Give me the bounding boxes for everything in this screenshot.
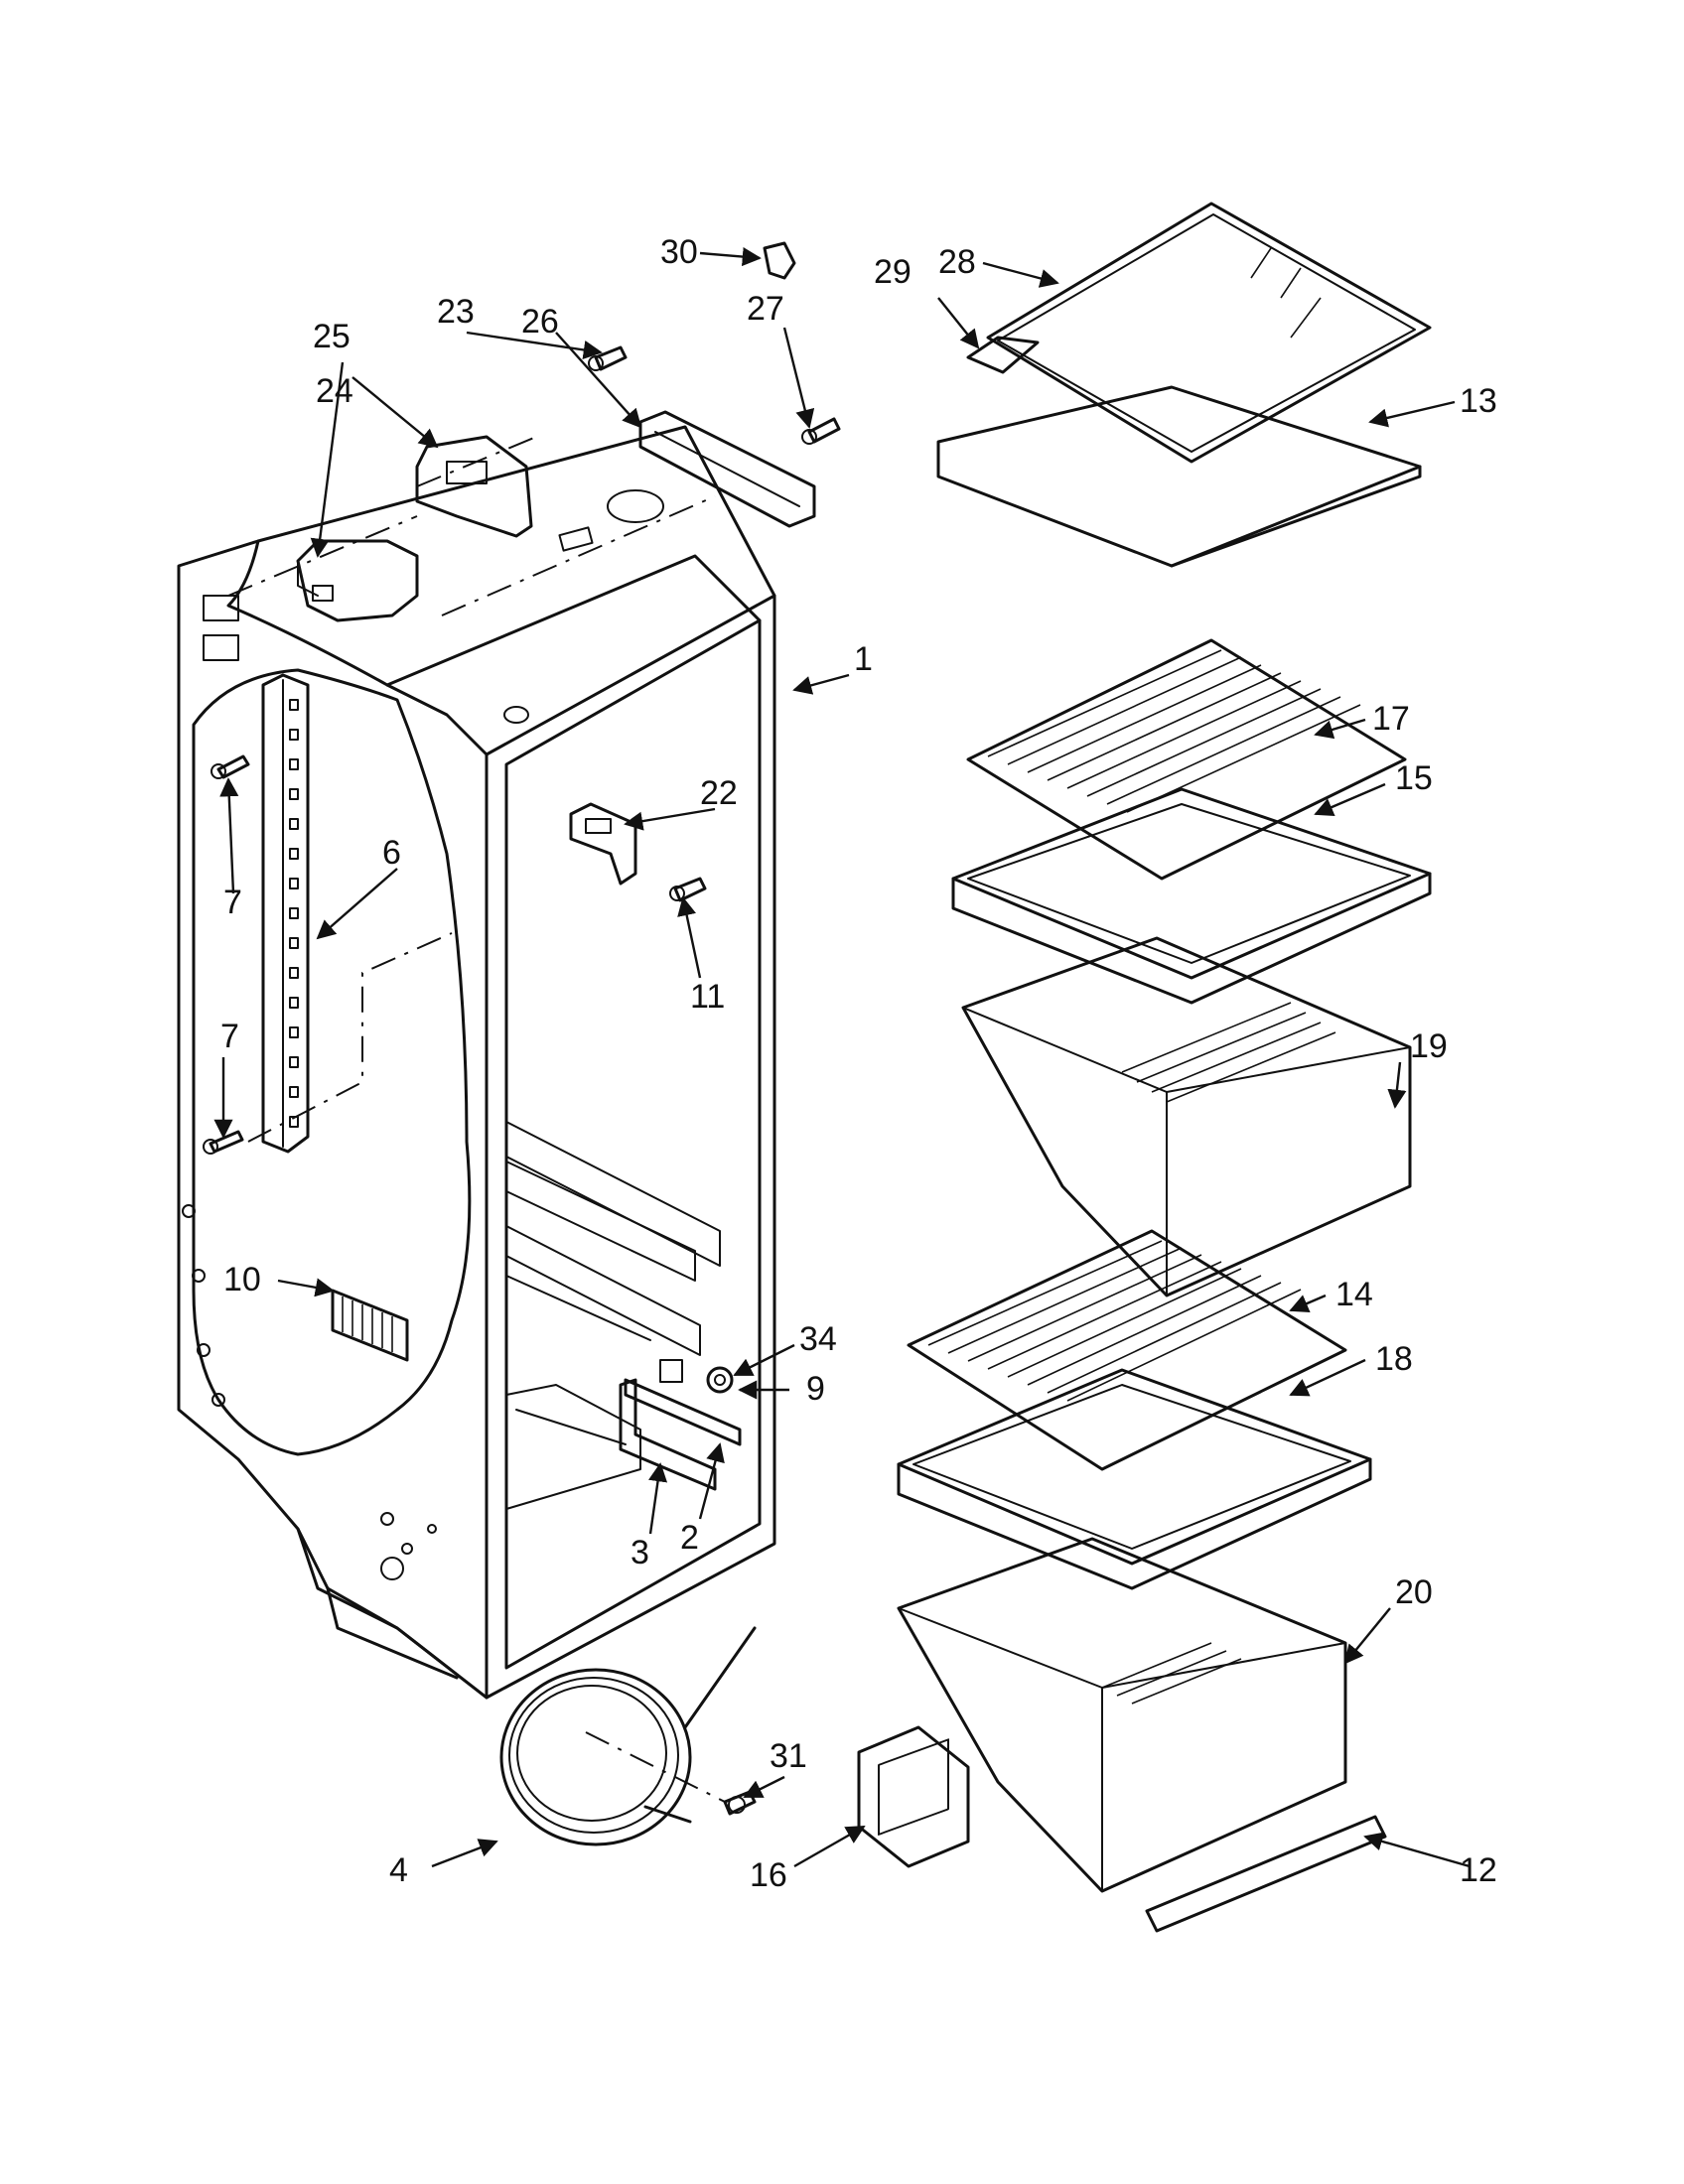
bracket-screw-lower	[669, 877, 707, 902]
crisper-cover-glass	[966, 638, 1407, 881]
cover-plate	[619, 1378, 717, 1491]
light-bracket	[624, 1359, 742, 1446]
callout-19: 19	[1410, 1027, 1448, 1065]
crisper-drawer-lower	[897, 1537, 1347, 1893]
callout-6: 6	[382, 834, 401, 872]
callout-31: 31	[770, 1737, 807, 1775]
callout-4: 4	[389, 1851, 408, 1889]
coil-screw	[723, 1790, 757, 1816]
callout-28: 28	[938, 243, 976, 281]
vent-grille	[331, 1289, 409, 1362]
callout-9: 9	[806, 1370, 825, 1408]
callout-3: 3	[631, 1534, 649, 1571]
crisper-drawer-upper	[961, 936, 1412, 1297]
crisper-cover-glass-lower	[907, 1229, 1347, 1471]
callout-16: 16	[750, 1856, 787, 1894]
callout-7-lower: 7	[220, 1018, 239, 1055]
shelf-frame	[936, 385, 1422, 568]
callout-23: 23	[437, 293, 475, 331]
clip	[763, 241, 796, 280]
callout-26: 26	[521, 303, 559, 341]
callout-20: 20	[1395, 1573, 1433, 1611]
top-rail	[638, 410, 816, 528]
cabinet-liner	[177, 425, 776, 1700]
control-bracket	[415, 435, 533, 538]
drawer-label-panel	[857, 1725, 970, 1868]
shelf-trim	[966, 336, 1040, 374]
callout-17: 17	[1372, 700, 1410, 738]
shelf-bracket	[569, 802, 637, 886]
callout-numbers: 30 29 28 13 25 24 23 26 27 1 6 7 7 22 11…	[220, 233, 1497, 1894]
callout-1: 1	[854, 640, 873, 678]
callout-thirty-four: 34	[799, 1320, 837, 1358]
callout-18: 18	[1375, 1340, 1413, 1378]
callout-22: 22	[700, 774, 738, 812]
shelf-track	[261, 673, 310, 1154]
callout-12: 12	[1460, 1851, 1497, 1889]
callout-2: 2	[680, 1519, 699, 1557]
callout-11: 11	[690, 978, 725, 1016]
callout-7-upper: 7	[223, 884, 242, 921]
callout-29: 29	[874, 253, 912, 291]
drawer-trim-strip	[1145, 1815, 1387, 1933]
callout-15: 15	[1395, 759, 1433, 797]
tubing-coil	[499, 1626, 757, 1846]
control-housing	[296, 539, 419, 622]
glass-shelf-insert	[986, 202, 1432, 464]
track-screw-upper	[210, 754, 250, 779]
light-socket	[706, 1366, 734, 1394]
crisper-cover-frame	[951, 787, 1432, 1005]
callout-14: 14	[1335, 1276, 1373, 1313]
callout-27: 27	[747, 290, 784, 328]
callout-30: 30	[660, 233, 698, 271]
callout-10: 10	[223, 1261, 261, 1298]
rail-screw	[801, 417, 841, 445]
callout-13: 13	[1460, 382, 1497, 420]
liner-shelf-ledges	[505, 1121, 721, 1510]
callout-25: 25	[313, 318, 351, 355]
crisper-cover-frame-lower	[897, 1368, 1372, 1590]
callout-leaders	[213, 246, 1471, 1868]
callout-24: 24	[316, 372, 353, 410]
